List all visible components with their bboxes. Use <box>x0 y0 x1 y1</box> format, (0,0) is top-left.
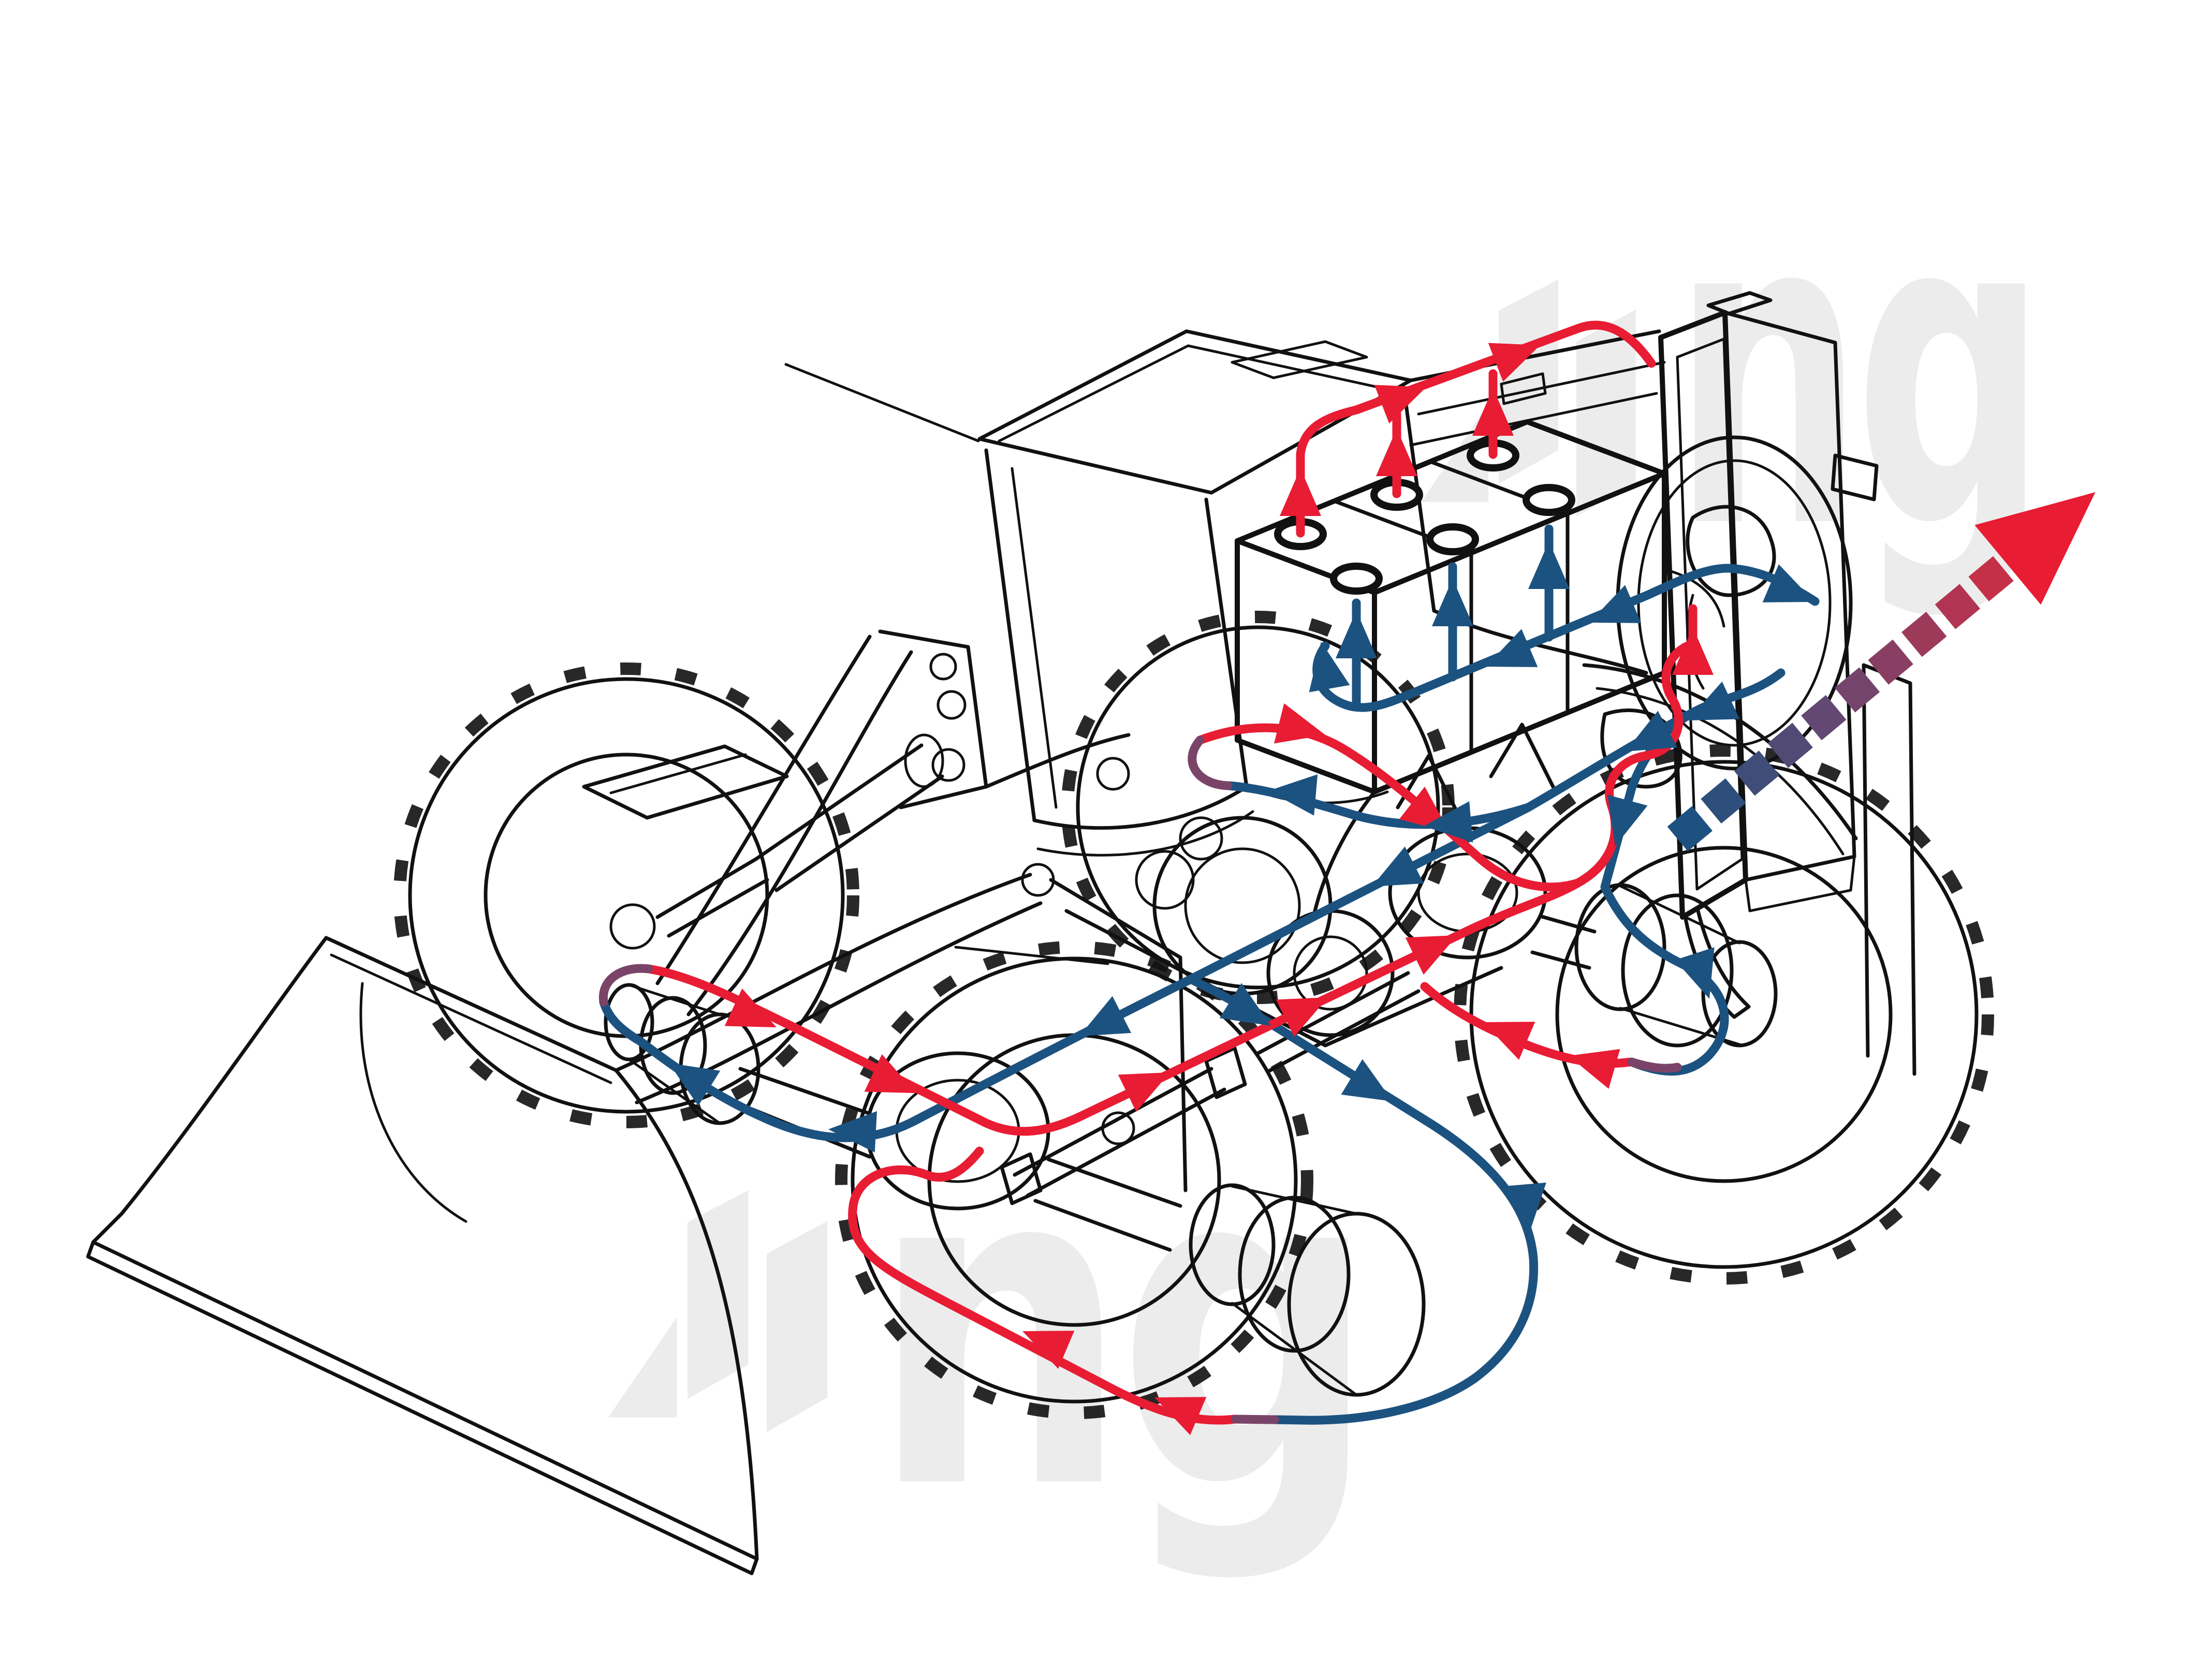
cool-flow-arrow-icon <box>1424 801 1473 843</box>
cool-flow-arrow-icon <box>1219 983 1271 1026</box>
cool-flow-arrow-icon <box>1268 774 1318 816</box>
heat-arrow-dash <box>1734 750 1780 796</box>
tip-rear-right-hub <box>1627 1057 1682 1073</box>
cool-flow-arrow-icon <box>1432 579 1473 626</box>
hot-flow-arrow-icon <box>1374 385 1426 424</box>
heat-dissipation-arrow-icon <box>1667 492 2096 851</box>
cool-flow-arrow-icon <box>1372 846 1424 887</box>
tip-front-right-hub <box>1231 1414 1279 1424</box>
front-axle <box>604 983 1426 1397</box>
heat-arrow-dash <box>1701 778 1746 824</box>
driveshaft <box>1000 971 1421 1205</box>
cool-flow-arrow-icon <box>828 1111 877 1153</box>
hot-trunk-front-axle-to-cooler <box>644 604 1698 1136</box>
tire-rear-left <box>1061 611 1455 1004</box>
transition-tips <box>598 735 1682 1424</box>
cool-flow-arrow-icon <box>1341 1059 1393 1101</box>
cool-branch-to-front-right-hub <box>1186 975 1539 1425</box>
heat-arrow-dash <box>1801 695 1847 741</box>
heat-arrow-dash <box>1667 806 1713 851</box>
hot-flow-arrow-icon <box>864 1054 916 1093</box>
hot-flow-arrow-icon <box>1488 343 1540 382</box>
heat-arrow-dash <box>1935 584 1981 629</box>
cool-flow-arrow-icon <box>1505 1182 1546 1232</box>
hot-flow-arrow-icon <box>1154 1397 1207 1435</box>
cool-flow-arrow-icon <box>669 1063 721 1106</box>
heat-arrow-dash <box>1834 667 1880 713</box>
engine-port <box>1330 563 1383 595</box>
cool-flow-arrow-icon <box>1688 681 1740 720</box>
cool-flow-arrow-icon <box>1626 711 1678 751</box>
hot-return-front-right-hub <box>848 1146 1239 1425</box>
cool-flow-arrow-icon <box>1486 629 1538 667</box>
hot-flow-arrow-icon <box>1472 388 1514 436</box>
cool-flow-arrow-icon <box>1528 541 1570 589</box>
heat-arrow-dash <box>1901 611 1947 657</box>
hot-return-rear-left-hub <box>1195 723 1583 892</box>
bucket <box>86 936 759 1575</box>
tire-front-left <box>393 662 859 1128</box>
tip-rear-left-hub <box>1188 735 1233 790</box>
engine-port <box>1523 484 1575 516</box>
lift-arm <box>609 629 1131 1104</box>
hot-flow-arrow-icon <box>1274 703 1325 744</box>
heat-arrow-dash <box>1968 556 2014 601</box>
hot-engine-header-to-radiator <box>1296 320 1656 459</box>
engine-port <box>1426 523 1479 555</box>
tip-front-left-hub <box>598 964 653 1007</box>
cool-flow-arrow-icon <box>1309 642 1350 692</box>
heat-arrow-dash <box>1767 723 1813 768</box>
hot-flow-arrow-icon <box>1276 997 1328 1037</box>
cool-flow-arrow-icon <box>1607 794 1648 846</box>
hot-flow-arrow-icon <box>1376 429 1417 476</box>
cool-flow-arrow-icon <box>1762 564 1814 602</box>
hot-flow-arrow-icon <box>1280 468 1321 516</box>
cool-main-to-front-left-hub <box>599 702 1709 1142</box>
cool-feed-rear-left-hub <box>1223 781 1533 829</box>
hot-flow-arrow-icon <box>724 988 777 1027</box>
hot-flow-arrow-icon <box>1405 935 1457 975</box>
hot-flow-arrow-icon <box>1118 1072 1170 1112</box>
heat-arrow-dash <box>1868 639 1913 685</box>
flow-arrowheads <box>669 343 1814 1435</box>
hot-flow-arrow-icon <box>1483 1022 1535 1060</box>
cool-flow-arrow-icon <box>1336 611 1377 658</box>
hot-flow-arrow-icon <box>1022 1331 1075 1369</box>
cool-flow-arrow-icon <box>1675 947 1715 999</box>
watermark-logo-icon <box>608 1190 828 1433</box>
cool-flow-arrow-icon <box>1589 585 1642 623</box>
hot-flow-arrow-icon <box>1569 1049 1620 1089</box>
cool-flow-arrow-icon <box>1079 996 1132 1036</box>
hot-flow-arrow-icon <box>1672 627 1714 675</box>
heat-arrow-head-icon <box>1974 492 2096 605</box>
